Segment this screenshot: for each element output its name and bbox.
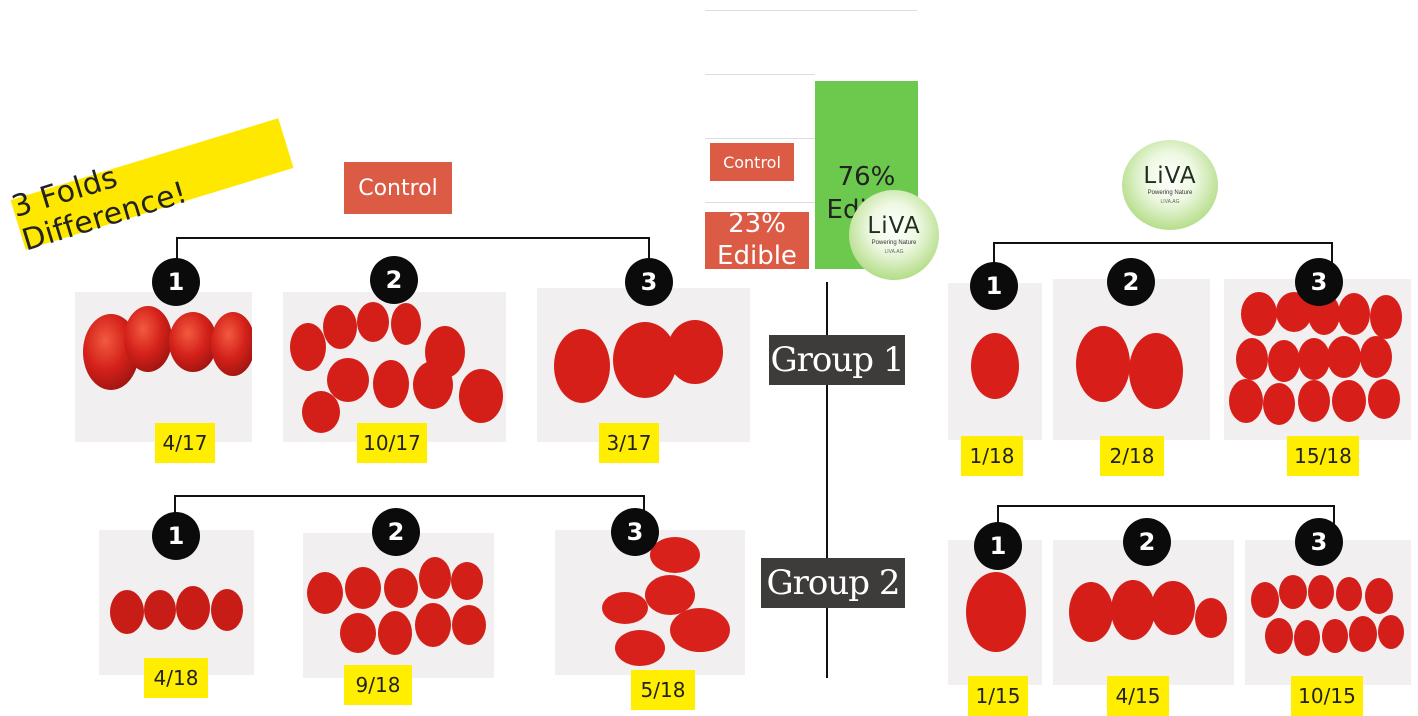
control-group1-photo-1 — [75, 292, 252, 442]
control-group1-number-1: 1 — [152, 258, 200, 306]
liva-bar-percent: 76% — [837, 162, 896, 193]
control-group1-fraction-1: 4/17 — [155, 423, 215, 463]
liva-group2-fraction-2: 4/15 — [1107, 676, 1169, 716]
control-group2-photo-2 — [303, 533, 494, 678]
control-tag: Control — [344, 162, 452, 214]
control-group1-fraction-2: 10/17 — [357, 423, 427, 463]
control-group2-fraction-2: 9/18 — [344, 665, 412, 705]
control-group1-photo-3 — [537, 288, 750, 442]
liva-group1-photo-1 — [948, 283, 1042, 440]
control-group2-fraction-3: 5/18 — [631, 670, 695, 710]
control-bar-percent: 23% — [728, 209, 786, 240]
liva-group2-bracket — [997, 505, 1335, 533]
liva-group1-fraction-1: 1/18 — [961, 436, 1023, 476]
liva-group1-number-3: 3 — [1295, 258, 1343, 306]
liva-group1-bracket — [993, 242, 1333, 270]
chart-control-label: Control — [710, 143, 794, 181]
liva-logo-name: LiVA — [867, 213, 921, 239]
chart-gridline — [705, 74, 815, 75]
chart-gridline — [705, 202, 815, 203]
liva-logo: LiVA Powering Nature LIVA.AG — [1122, 140, 1218, 230]
liva-group2-number-1: 1 — [974, 522, 1022, 570]
control-group1-number-3: 3 — [625, 258, 673, 306]
center-divider-line — [826, 282, 828, 678]
liva-group2-number-2: 2 — [1123, 518, 1171, 566]
control-group1-number-2: 2 — [370, 256, 418, 304]
group-1-label: Group 1 — [769, 335, 905, 385]
liva-group1-number-2: 2 — [1107, 258, 1155, 306]
liva-logo-small: LiVA Powering Nature LIVA.AG — [849, 190, 939, 280]
liva-logo-tagline: Powering Nature — [1147, 190, 1193, 196]
group-2-label: Group 2 — [761, 558, 905, 608]
liva-group1-photo-2 — [1053, 279, 1210, 440]
control-group2-photo-3 — [555, 530, 745, 675]
liva-logo-tagline: Powering Nature — [871, 240, 917, 246]
liva-logo-site: LIVA.AG — [884, 249, 904, 255]
three-folds-difference-banner: 3 Folds Difference! — [8, 118, 294, 258]
control-group1-bracket — [176, 237, 650, 269]
liva-group2-photo-2 — [1053, 540, 1234, 685]
liva-group2-fraction-3: 10/15 — [1291, 676, 1363, 716]
edible-comparison-chart: Control 23% Edible 76% Edible LiVA Power… — [705, 0, 939, 280]
liva-group2-fraction-1: 1/15 — [968, 676, 1028, 716]
liva-group1-fraction-3: 15/18 — [1287, 436, 1359, 476]
chart-gridline — [705, 138, 815, 139]
liva-group2-number-3: 3 — [1295, 518, 1343, 566]
control-group2-number-1: 1 — [152, 512, 200, 560]
liva-logo-name: LiVA — [1143, 163, 1197, 189]
control-group2-fraction-1: 4/18 — [144, 658, 208, 698]
control-group1-fraction-3: 3/17 — [599, 423, 659, 463]
liva-logo-site: LIVA.AG — [1160, 199, 1180, 205]
chart-gridline — [705, 10, 917, 11]
liva-group1-fraction-2: 2/18 — [1100, 436, 1164, 476]
control-bar-edible-label: Edible — [717, 240, 797, 271]
control-group2-number-3: 3 — [611, 508, 659, 556]
control-edible-bar: 23% Edible — [705, 209, 809, 271]
control-group1-photo-2 — [283, 292, 506, 442]
control-group2-number-2: 2 — [372, 508, 420, 556]
liva-group1-number-1: 1 — [970, 262, 1018, 310]
